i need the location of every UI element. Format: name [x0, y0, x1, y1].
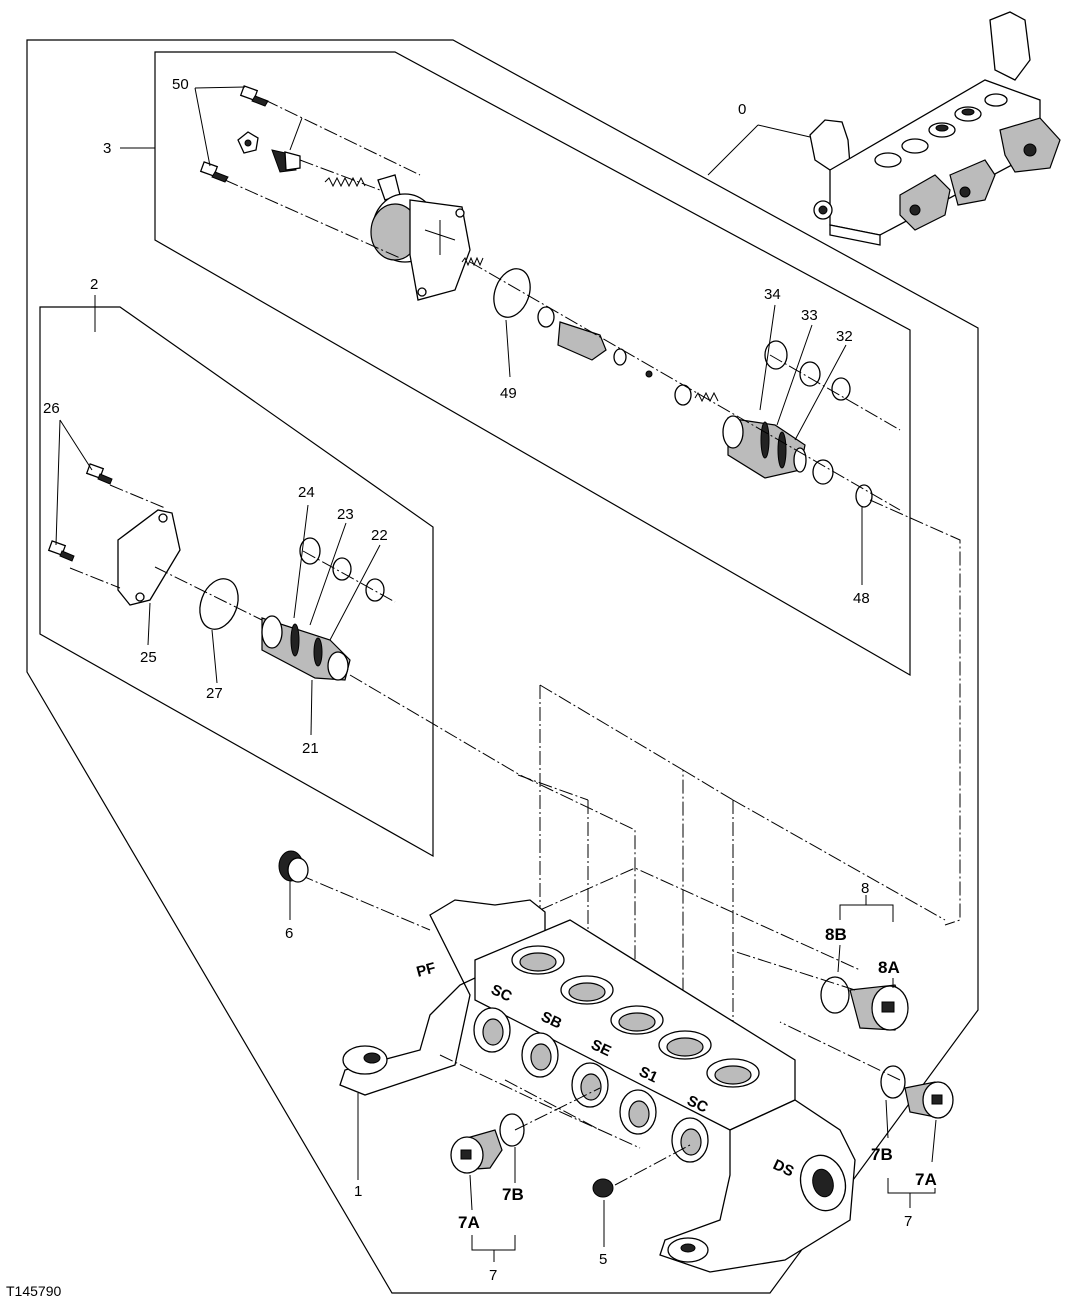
callout-48: 48: [853, 590, 870, 607]
figure-id: T145790: [6, 1283, 61, 1299]
callout-3: 3: [103, 140, 111, 157]
port-label-s1: S1: [636, 1063, 660, 1086]
callout-2: 2: [90, 276, 98, 293]
callout-49: 49: [500, 385, 517, 402]
callout-7A-right: 7A: [915, 1170, 937, 1189]
callout-27: 27: [206, 685, 223, 702]
panel-3-outline: [154, 51, 911, 677]
callout-23: 23: [337, 506, 354, 523]
callout-34: 34: [764, 286, 781, 303]
callout-7B-right: 7B: [871, 1145, 893, 1164]
callout-8B: 8B: [825, 925, 847, 944]
callout-32: 32: [836, 328, 853, 345]
callout-7B-left: 7B: [502, 1185, 524, 1204]
solenoid-valve-parts: [199, 85, 873, 508]
callout-1: 1: [354, 1183, 362, 1200]
callout-6: 6: [285, 925, 293, 942]
callout-8A: 8A: [878, 958, 900, 977]
valve-block: [339, 899, 856, 1273]
plug-parts: [278, 850, 954, 1198]
callout-8: 8: [861, 880, 869, 897]
callout-24: 24: [298, 484, 315, 501]
callout-5: 5: [599, 1251, 607, 1268]
port-label-pf: PF: [415, 959, 438, 980]
callout-7A-left: 7A: [458, 1213, 480, 1232]
port-label-se: SE: [588, 1036, 613, 1060]
assembly-thumbnail: [809, 11, 1061, 246]
valve-spool-parts: [47, 463, 385, 681]
callout-50: 50: [172, 76, 189, 93]
callout-0: 0: [738, 101, 746, 118]
callout-7-left: 7: [489, 1267, 497, 1284]
callout-33: 33: [801, 307, 818, 324]
callout-25: 25: [140, 649, 157, 666]
callout-7-right: 7: [904, 1213, 912, 1230]
outer-group-outline: [26, 39, 979, 1294]
panel-2-outline: [39, 306, 434, 858]
callout-26: 26: [43, 400, 60, 417]
callout-22: 22: [371, 527, 388, 544]
callout-21: 21: [302, 740, 319, 757]
